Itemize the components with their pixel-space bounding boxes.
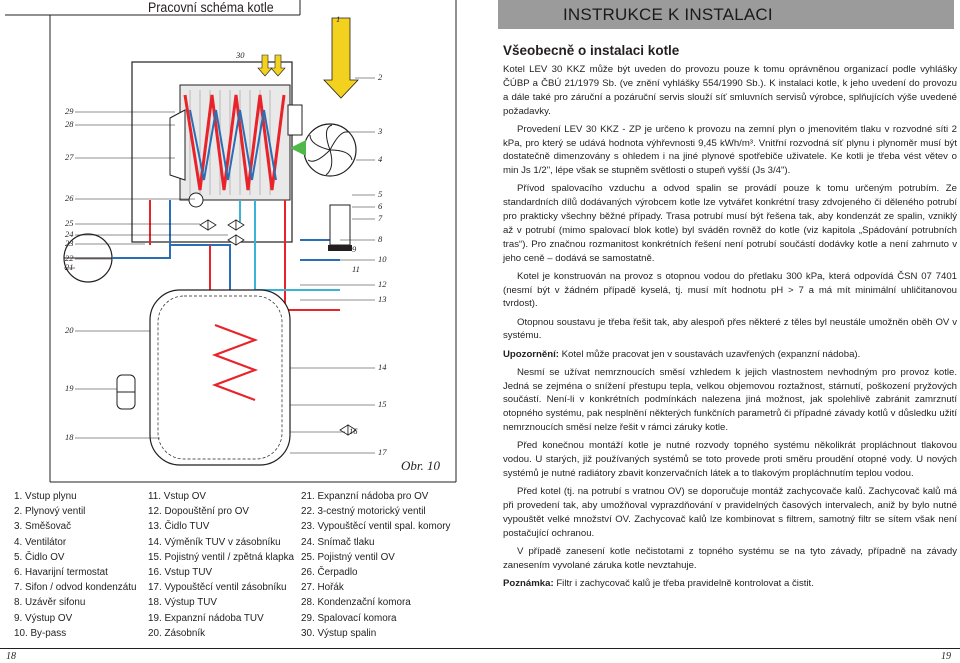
callout-17: 17 [378, 447, 387, 457]
callout-14: 14 [378, 362, 387, 372]
legend-item: 24. Snímač tlaku [301, 536, 375, 548]
callout-11: 11 [352, 264, 360, 274]
banner-title: INSTRUKCE K INSTALACI [563, 5, 773, 24]
legend-item: 27. Hořák [301, 582, 344, 594]
legend-item: 4. Ventilátor [14, 536, 67, 548]
callout-27: 27 [65, 152, 74, 162]
section-heading: Všeobecně o instalaci kotle [503, 43, 680, 58]
callouts-right: 1 2 3 4 5 6 7 8 9 10 11 12 13 14 15 16 1… [336, 14, 387, 457]
legend-item: 9. Výstup OV [14, 612, 73, 624]
warning-label: Upozornění: [503, 348, 559, 360]
tank-coil [211, 323, 259, 402]
note-paragraph: Poznámka: Filtr i zachycovač kalů je tře… [503, 577, 957, 591]
legend-item: 19. Expanzní nádoba TUV [148, 612, 264, 624]
legend-item: 8. Uzávěr sifonu [14, 597, 86, 609]
legend-item: 17. Vypouštěcí ventil zásobníku [148, 582, 287, 594]
callout-26: 26 [65, 193, 74, 203]
legend-item: 13. Čidlo TUV [148, 521, 210, 533]
paragraph: Před kotel (tj. na potrubí s vratnou OV)… [503, 486, 957, 539]
legend-item: 14. Výměník TUV v zásobníku [148, 536, 281, 548]
callout-1: 1 [336, 14, 340, 24]
callout-19: 19 [65, 383, 74, 393]
legend-item: 18. Výstup TUV [148, 597, 217, 609]
page-number-left: 18 [6, 651, 16, 662]
section-banner [498, 0, 954, 29]
callout-20: 20 [65, 325, 74, 335]
boiler-diagram: 29 28 27 26 25 24 23 22 21 20 19 18 1 2 … [5, 0, 457, 483]
callout-21: 21 [65, 262, 74, 272]
legend-item: 21. Expanzní nádoba pro OV [301, 491, 429, 502]
paragraph: Kotel je konstruován na provoz s otopnou… [503, 270, 957, 310]
legend-item: 20. Zásobník [148, 627, 206, 639]
body-text: Kotel LEV 30 KKZ může být uveden do prov… [503, 63, 957, 595]
legend-item: 25. Pojistný ventil OV [301, 551, 395, 563]
callout-10: 10 [378, 254, 387, 264]
legend-item: 30. Výstup spalin [301, 627, 377, 639]
callout-16: 16 [349, 426, 358, 436]
legend-item: 15. Pojistný ventil / zpětná klapka [148, 551, 295, 563]
paragraph: Kotel LEV 30 KKZ může být uveden do prov… [503, 64, 957, 117]
warning-text: Kotel může pracovat jen v soustavách uza… [558, 348, 861, 360]
callout-5: 5 [378, 189, 382, 199]
note-label: Poznámka: [503, 577, 554, 589]
paragraph: Přívod spalovacího vzduchu a odvod spali… [503, 183, 957, 264]
heat-exchanger-coil [183, 94, 286, 191]
legend-column-1: 1. Vstup plynu 2. Plynový ventil 3. Směš… [14, 489, 136, 641]
legend-item: 28. Kondenzační komora [301, 597, 411, 609]
callout-15: 15 [378, 399, 387, 409]
storage-tank [149, 289, 291, 466]
callout-23: 23 [65, 238, 74, 248]
paragraph: Před konečnou montáží kotle je nutné roz… [503, 440, 957, 479]
callout-13: 13 [378, 294, 387, 304]
legend-item: 1. Vstup plynu [14, 491, 77, 502]
callout-24: 24 [65, 229, 74, 239]
legend-item: 2. Plynový ventil [14, 506, 86, 518]
paragraph: Otopnou soustavu je třeba řešit tak, aby… [503, 316, 957, 342]
callouts-left: 29 28 27 26 25 24 23 22 21 20 19 18 [65, 106, 74, 442]
legend-item: 12. Dopouštění pro OV [148, 506, 250, 518]
callout-4: 4 [378, 154, 383, 164]
legend-item: 22. 3-cestný motorický ventil [301, 506, 426, 518]
legend-item: 6. Havarijní termostat [14, 567, 108, 579]
figure-label: Obr. 10 [401, 458, 441, 473]
legend-column-3: 21. Expanzní nádoba pro OV 22. 3-cestný … [301, 489, 450, 641]
callout-12: 12 [378, 279, 387, 289]
callout-18: 18 [65, 432, 74, 442]
legend-item: 3. Směšovač [14, 521, 72, 533]
warning-paragraph: Upozornění: Kotel může pracovat jen v so… [503, 348, 957, 362]
callout-28: 28 [65, 119, 74, 129]
legend-item: 5. Čidlo OV [14, 551, 65, 563]
legend-item: 26. Čerpadlo [301, 567, 358, 579]
callout-29: 29 [65, 106, 74, 116]
legend-column-2: 11. Vstup OV 12. Dopouštění pro OV 13. Č… [148, 489, 294, 641]
legend-item: 10. By-pass [14, 627, 67, 639]
legend-item: 29. Spalovací komora [301, 612, 397, 624]
legend-item: 11. Vstup OV [148, 491, 207, 502]
callout-6: 6 [378, 201, 383, 211]
paragraph: Nesmí se užívat nemrznoucích směsí vzhle… [503, 366, 957, 434]
callout-25: 25 [65, 218, 74, 228]
note-text: Filtr i zachycovač kalů je třeba pravide… [553, 577, 814, 589]
legend-item: 16. Vstup TUV [148, 567, 213, 579]
callout-2: 2 [378, 72, 383, 82]
gas-inlet-arrow [323, 17, 359, 99]
callout-3: 3 [377, 126, 382, 136]
legend-item: 23. Vypouštěcí ventil spal. komory [301, 521, 451, 533]
callout-22: 22 [65, 253, 74, 263]
callout-30: 30 [235, 50, 245, 60]
callout-7: 7 [378, 213, 383, 223]
callout-9: 9 [352, 244, 357, 254]
paragraph: Provedení LEV 30 KKZ - ZP je určeno k pr… [503, 123, 957, 177]
callout-8: 8 [378, 234, 383, 244]
page-number-right: 19 [941, 651, 951, 662]
footer-rule [0, 648, 960, 649]
paragraph: V případě zanesení kotle nečistotami z t… [503, 545, 957, 571]
legend-item: 7. Sifon / odvod kondenzátu [14, 582, 137, 594]
page-title-left: Pracovní schéma kotle [148, 0, 274, 15]
